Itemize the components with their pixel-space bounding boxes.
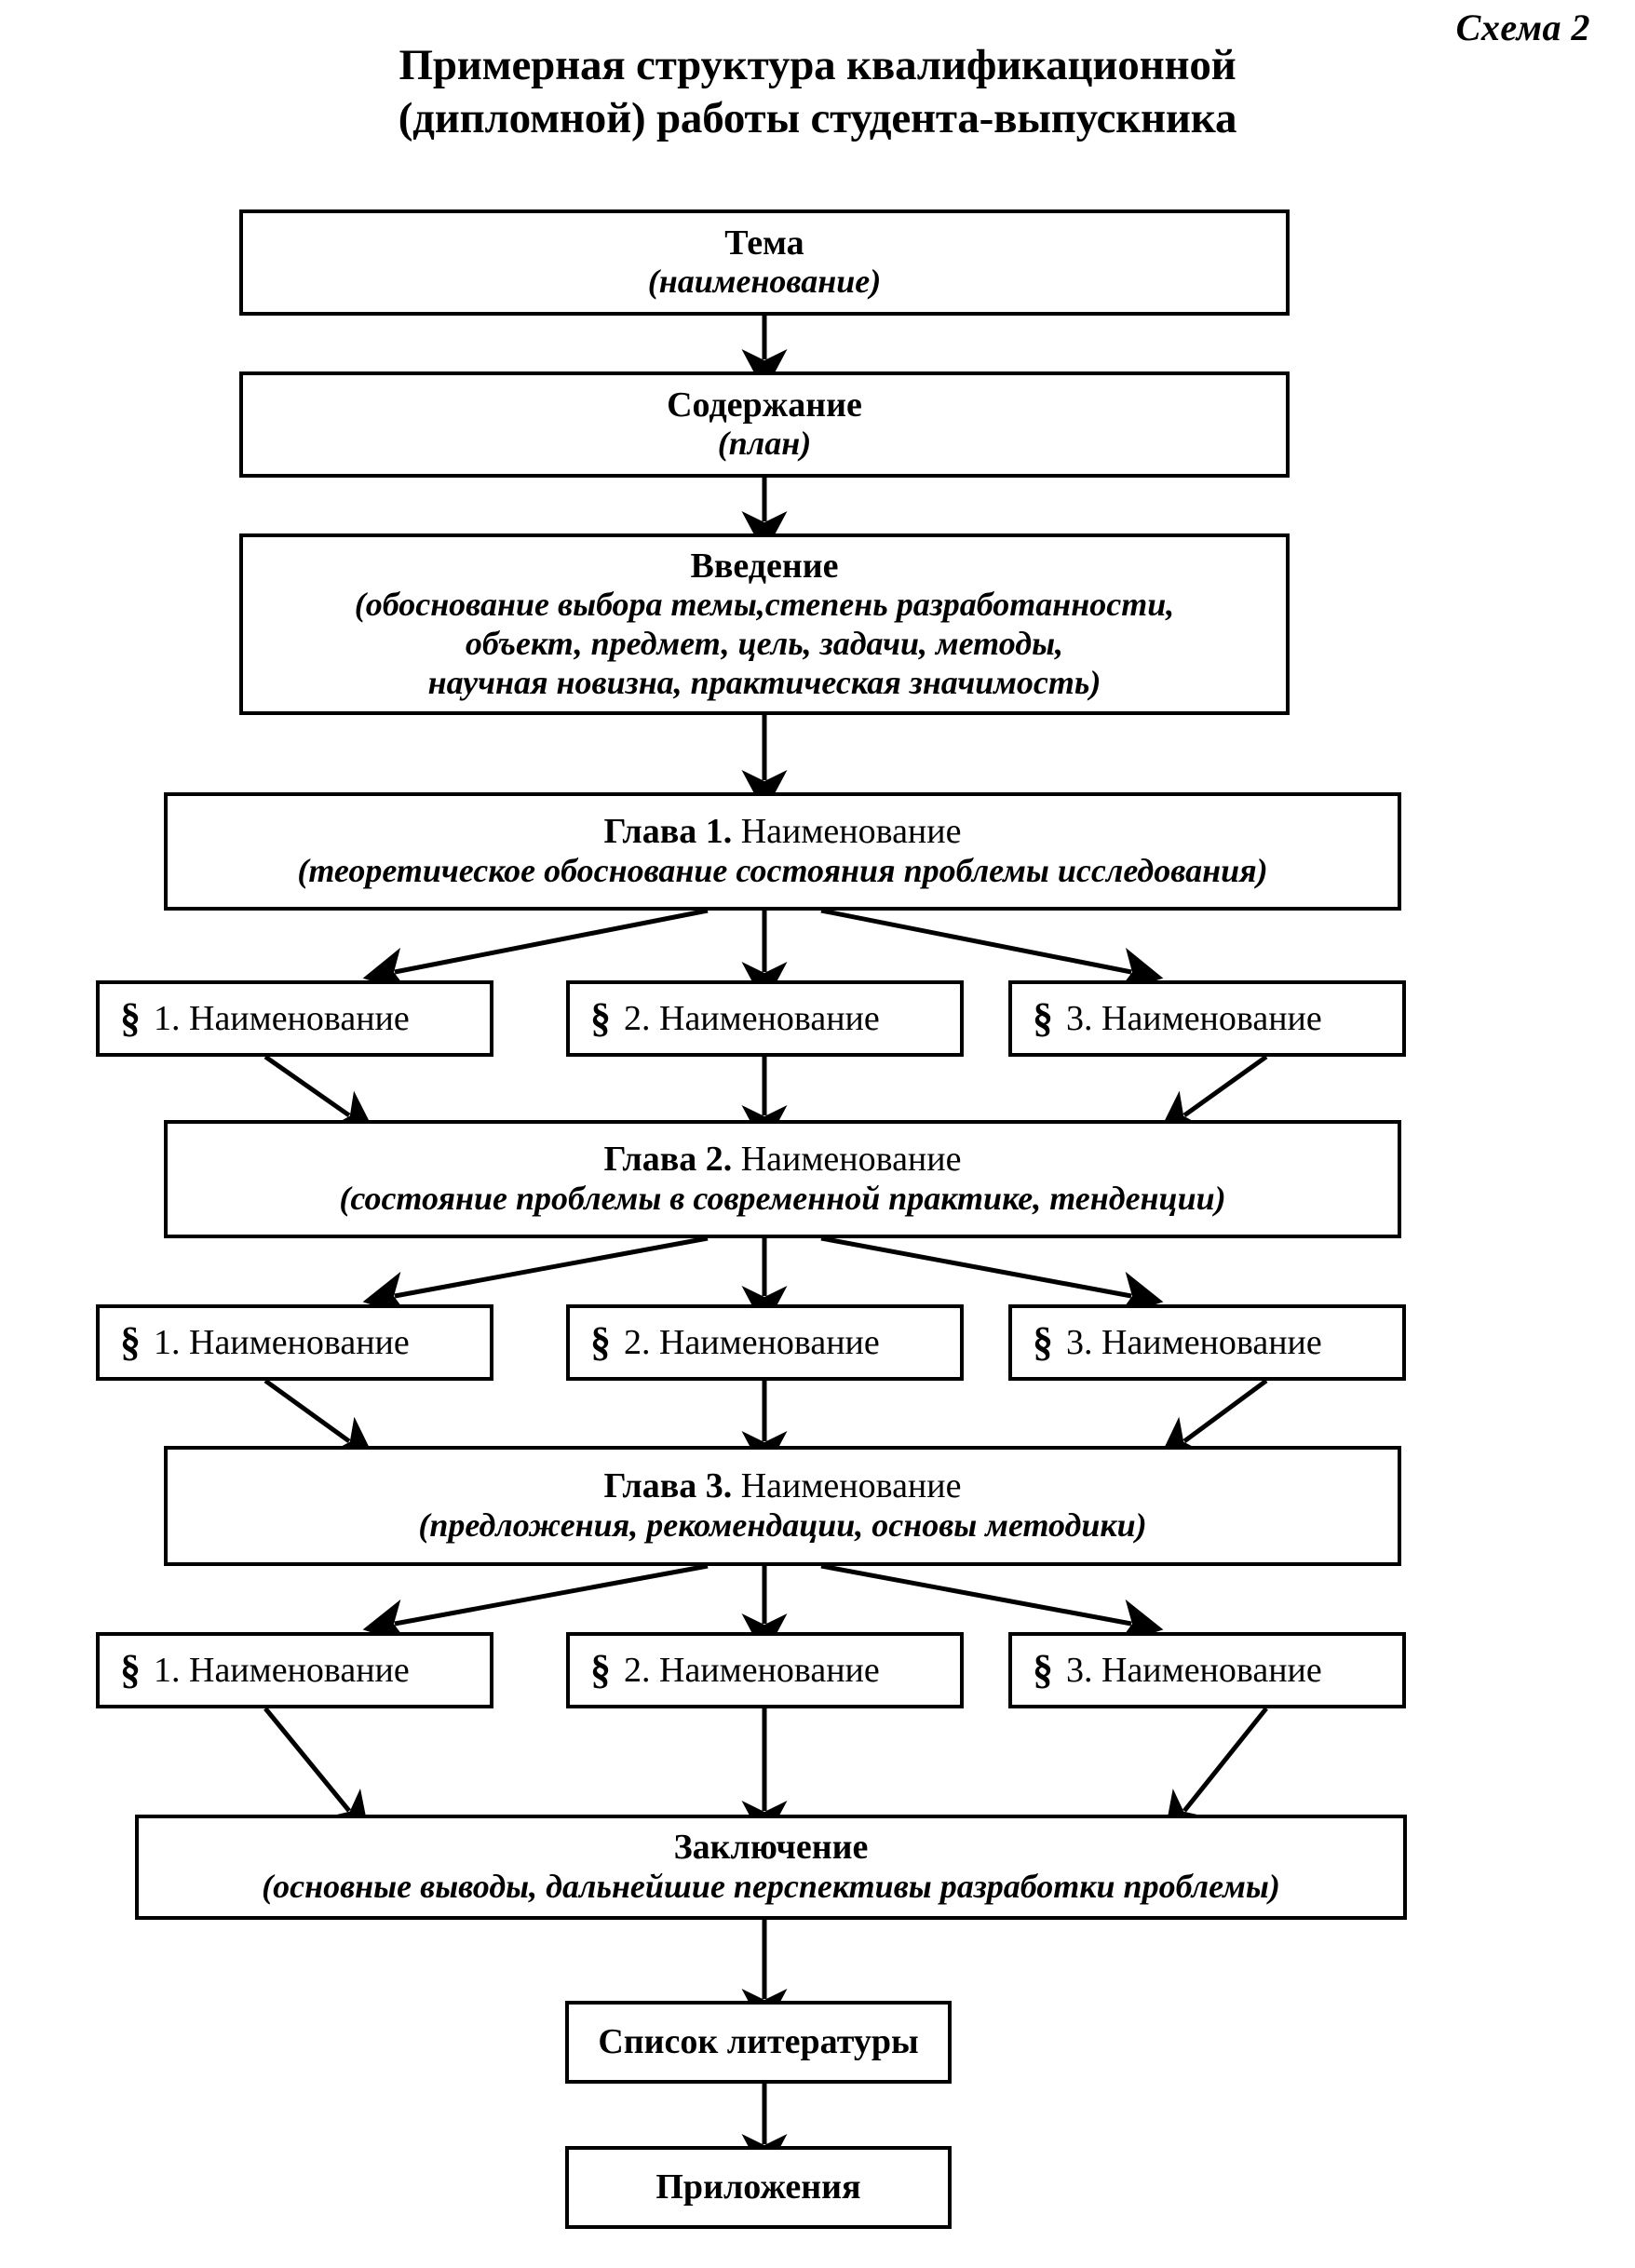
section-sign-icon: § (1033, 1319, 1053, 1365)
node-glava-1-title: Глава 1. Наименование (603, 812, 962, 852)
node-glava1-paragraph-1[interactable]: § 1. Наименование (96, 980, 493, 1057)
node-glava1-paragraph-3[interactable]: § 3. Наименование (1008, 980, 1406, 1057)
node-glava3-paragraph-3[interactable]: § 3. Наименование (1008, 1632, 1406, 1708)
node-glava2-paragraph-3[interactable]: § 3. Наименование (1008, 1304, 1406, 1381)
node-zaklyuchenie-subtitle: (основные выводы, дальнейшие перспективы… (262, 1867, 1280, 1905)
node-glava-1-subtitle: (теоретическое обоснование состояния про… (297, 851, 1268, 889)
node-tema-subtitle: (наименование) (647, 263, 882, 301)
section-sign-icon: § (590, 1319, 611, 1365)
node-vvedenie-subtitle: (обоснование выбора темы,степень разрабо… (354, 586, 1175, 701)
section-sign-icon: § (1033, 1647, 1053, 1693)
node-glava-1[interactable]: Глава 1. Наименование (теоретическое обо… (164, 792, 1401, 911)
section-sign-icon: § (120, 1319, 141, 1365)
node-glava-3-subtitle: (предложения, рекомендации, основы метод… (418, 1505, 1147, 1544)
node-prilozheniya-title: Приложения (655, 2167, 861, 2207)
node-glava1-paragraph-3-label: 3. Наименование (1066, 999, 1322, 1038)
node-zaklyuchenie[interactable]: Заключение (основные выводы, дальнейшие … (135, 1815, 1407, 1920)
node-spisok-literatury[interactable]: Список литературы (565, 2001, 952, 2084)
node-glava-2-title: Глава 2. Наименование (603, 1140, 962, 1180)
page-title-line-2: (дипломной) работы студента-выпускника (398, 94, 1237, 143)
node-glava1-paragraph-2[interactable]: § 2. Наименование (566, 980, 964, 1057)
node-glava-3[interactable]: Глава 3. Наименование (предложения, реко… (164, 1446, 1401, 1566)
node-glava3-paragraph-2-label: 2. Наименование (624, 1651, 880, 1690)
section-sign-icon: § (120, 1647, 141, 1693)
node-glava2-paragraph-2[interactable]: § 2. Наименование (566, 1304, 964, 1381)
node-soderzhanie[interactable]: Содержание (план) (239, 371, 1290, 478)
node-glava-2[interactable]: Глава 2. Наименование (состояние проблем… (164, 1120, 1401, 1238)
node-glava2-paragraph-2-label: 2. Наименование (624, 1323, 880, 1362)
node-glava-2-subtitle: (состояние проблемы в современной практи… (339, 1179, 1226, 1217)
node-zaklyuchenie-title: Заключение (673, 1828, 869, 1868)
node-glava3-paragraph-2[interactable]: § 2. Наименование (566, 1632, 964, 1708)
node-glava3-paragraph-3-label: 3. Наименование (1066, 1651, 1322, 1690)
node-vvedenie[interactable]: Введение (обоснование выбора темы,степен… (239, 533, 1290, 715)
section-sign-icon: § (590, 995, 611, 1041)
node-glava-3-title: Глава 3. Наименование (603, 1466, 962, 1506)
node-glava3-paragraph-1-label: 1. Наименование (154, 1651, 410, 1690)
scheme-number-label: Схема 2 (1455, 7, 1590, 48)
node-soderzhanie-subtitle: (план) (717, 425, 812, 463)
node-soderzhanie-title: Содержание (667, 385, 862, 425)
node-tema[interactable]: Тема (наименование) (239, 209, 1290, 316)
page-title-line-1: Примерная структура квалификационной (399, 41, 1236, 89)
node-vvedenie-title: Введение (690, 546, 839, 586)
node-spisok-literatury-title: Список литературы (598, 2022, 919, 2062)
node-glava1-paragraph-1-label: 1. Наименование (154, 999, 410, 1038)
node-glava1-paragraph-2-label: 2. Наименование (624, 999, 880, 1038)
section-sign-icon: § (590, 1647, 611, 1693)
node-glava3-paragraph-1[interactable]: § 1. Наименование (96, 1632, 493, 1708)
node-glava2-paragraph-1[interactable]: § 1. Наименование (96, 1304, 493, 1381)
section-sign-icon: § (1033, 995, 1053, 1041)
node-glava2-paragraph-3-label: 3. Наименование (1066, 1323, 1322, 1362)
node-glava2-paragraph-1-label: 1. Наименование (154, 1323, 410, 1362)
node-tema-title: Тема (724, 223, 804, 263)
section-sign-icon: § (120, 995, 141, 1041)
node-prilozheniya[interactable]: Приложения (565, 2146, 952, 2229)
page-title: Примерная структура квалификационной (ди… (0, 39, 1635, 146)
